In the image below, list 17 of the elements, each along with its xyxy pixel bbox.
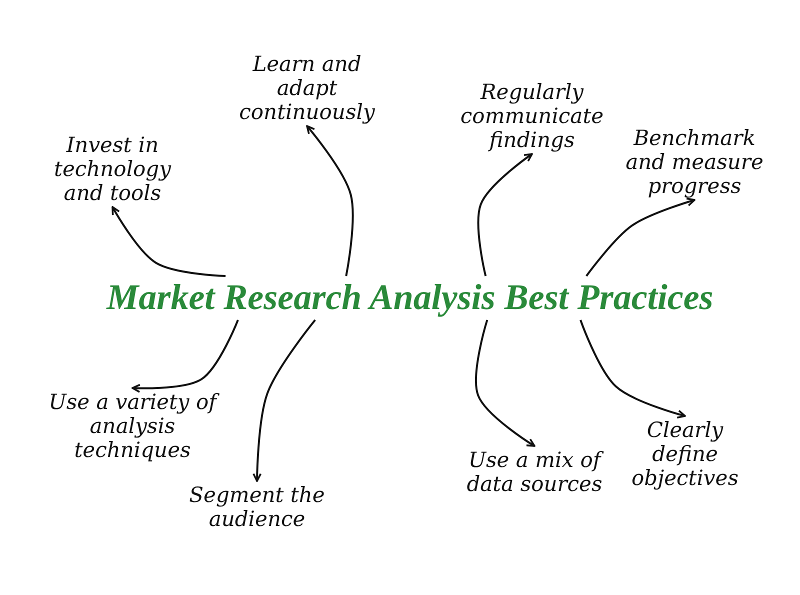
arrow — [252, 319, 316, 482]
arrow — [580, 320, 686, 418]
practice-label: Invest in technology and tools — [53, 133, 172, 205]
practice-label: Use a mix of data sources — [466, 448, 605, 496]
arrow — [132, 320, 239, 393]
practice-label: Benchmark and measure progress — [624, 126, 764, 198]
practice-label: Segment the audience — [188, 483, 326, 531]
practice-label: Learn and adapt continuously — [238, 52, 376, 124]
practice-label: Use a variety of analysis techniques — [40, 390, 225, 462]
arrow — [112, 206, 226, 277]
title-text: Market Research Analysis Best Practices — [105, 276, 714, 319]
practice-label: Regularly communicate findings — [459, 80, 605, 152]
practice-label: Clearly define objectives — [630, 418, 740, 490]
arrow — [586, 198, 696, 277]
arrow — [477, 153, 533, 276]
arrow — [475, 320, 536, 447]
arrow — [306, 125, 354, 276]
